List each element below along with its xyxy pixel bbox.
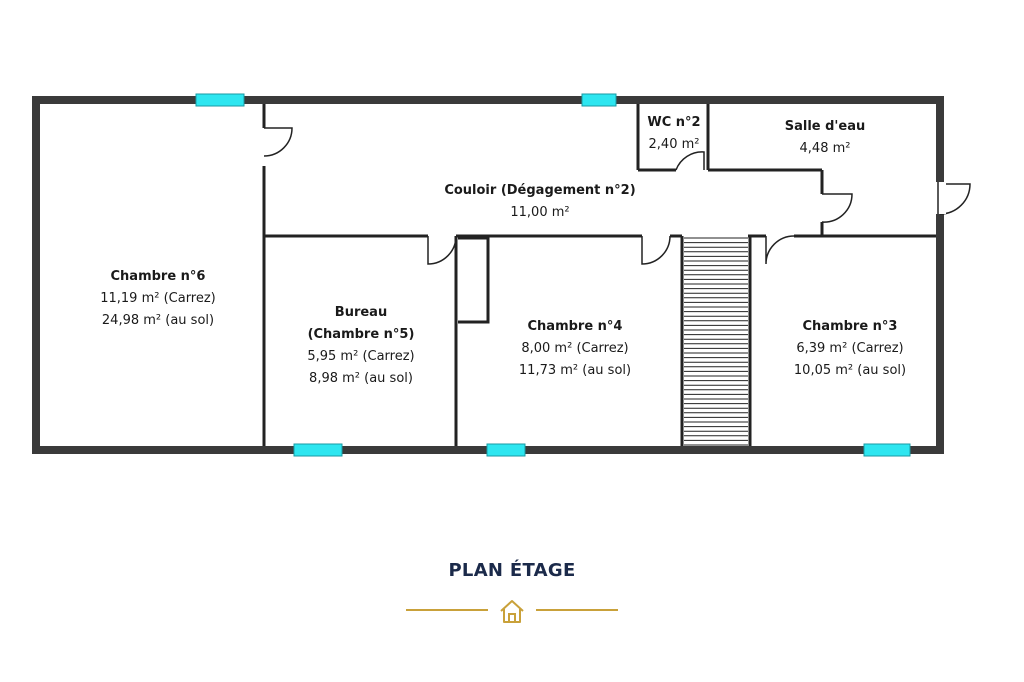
door-bureau [427,235,457,265]
room-label-salle-deau: Salle d'eau 4,48 m² [784,119,866,156]
window-bottom-1 [293,443,343,457]
plan-title: PLAN ÉTAGE [448,560,576,581]
window-top-1 [195,93,245,107]
room-label-chambre4: Chambre n°4 8,00 m² (Carrez) 11,73 m² (a… [518,319,632,378]
door-chambre4 [641,235,671,265]
room-label-bureau: Bureau (Chambre n°5) 5,95 m² (Carrez) 8,… [307,305,415,386]
title-divider-right [536,609,618,611]
room-label-couloir: Couloir (Dégagement n°2) 11,00 m² [444,183,636,220]
window-bottom-3 [863,443,911,457]
room-label-chambre6: Chambre n°6 11,19 m² (Carrez) 24,98 m² (… [100,269,216,328]
room-label-chambre3: Chambre n°3 6,39 m² (Carrez) 10,05 m² (a… [793,319,907,378]
interior-walls [262,104,936,446]
title-divider-left [406,609,488,611]
window-bottom-2 [486,443,526,457]
window-top-2 [581,93,617,107]
door-chambre3 [765,235,795,265]
room-label-wc: WC n°2 2,40 m² [647,115,701,152]
door-salle [821,193,853,223]
door-wc [675,151,705,171]
staircase [684,237,748,446]
house-icon [500,600,524,623]
door-chambre6 [263,127,293,157]
windows [195,93,911,457]
